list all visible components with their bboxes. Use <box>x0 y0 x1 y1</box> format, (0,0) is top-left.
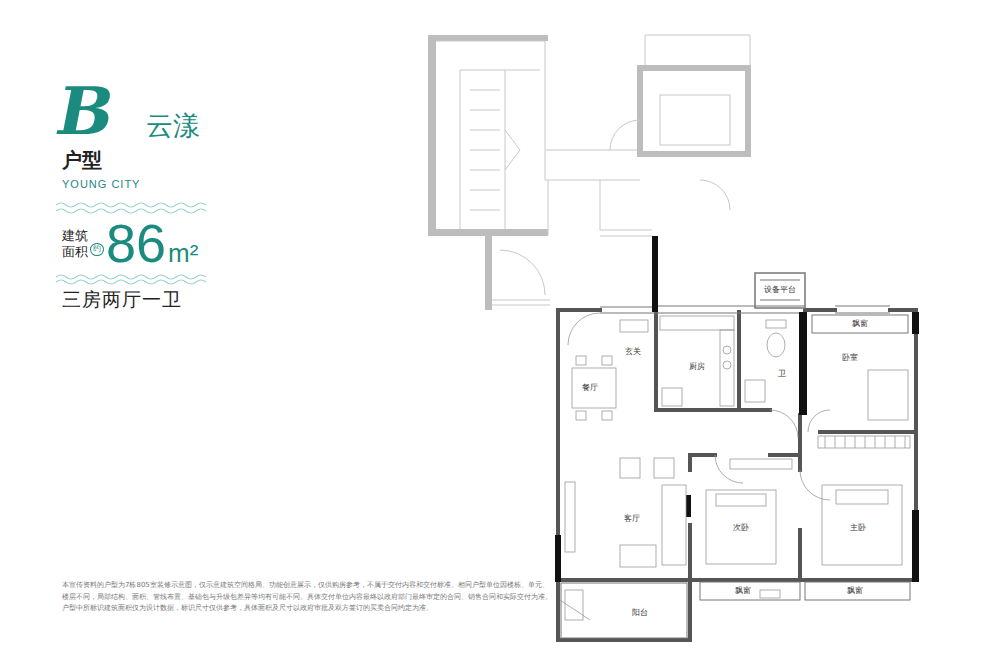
room-name: 玄关 <box>625 347 641 357</box>
room-name: 阳台 <box>632 608 648 618</box>
room-name: 主卧 <box>850 523 866 533</box>
window <box>561 273 910 638</box>
layout-summary: 三房两厅一卫 <box>62 288 182 311</box>
room-label: 阳台 <box>630 607 650 619</box>
wave-decoration <box>56 203 206 284</box>
core-area <box>428 35 750 310</box>
room-name: 卫 <box>778 369 786 379</box>
room-name: 设备平台 <box>764 285 796 295</box>
type-name: 云漾 <box>146 110 200 142</box>
approx-mark: 约 <box>90 243 104 256</box>
room-label: 设备平台 <box>762 284 798 296</box>
room-name: 餐厅 <box>582 383 598 393</box>
door-swing <box>560 313 830 620</box>
room-label: 玄关 <box>623 346 643 358</box>
room-name: 飘窗 <box>735 586 751 596</box>
area-value: 86 <box>106 216 166 270</box>
room-name: 厨房 <box>689 362 705 372</box>
room-name: 飘窗 <box>847 586 863 596</box>
disclaimer-note: 本宣传资料的户型为7栋805室装修示意图，仅示意建筑空间格局、功能创意展示，仅供… <box>62 580 554 615</box>
room-name: 次卧 <box>733 523 749 533</box>
type-heading: 户型 <box>62 148 102 172</box>
furniture <box>565 316 910 620</box>
column <box>555 236 919 582</box>
room-label: 飘窗 <box>850 318 870 330</box>
room-label: 客厅 <box>622 513 642 525</box>
wall <box>558 310 916 640</box>
english-name: YOUNG CITY <box>62 178 140 191</box>
room-label: 卧室 <box>840 352 860 364</box>
room-name: 客厅 <box>624 514 640 524</box>
area-caption: 建筑 面积 <box>62 228 91 261</box>
room-label: 主卧 <box>848 522 868 534</box>
room-name: 卧室 <box>842 353 858 363</box>
room-label: 餐厅 <box>580 382 600 394</box>
room-label: 飘窗 <box>845 585 865 597</box>
room-label: 次卧 <box>731 522 751 534</box>
area-unit: m² <box>168 238 198 269</box>
room-name: 飘窗 <box>852 319 868 329</box>
room-label: 卫 <box>776 368 788 380</box>
room-label: 飘窗 <box>733 585 753 597</box>
room-label: 厨房 <box>687 361 707 373</box>
type-letter: B <box>58 72 114 151</box>
